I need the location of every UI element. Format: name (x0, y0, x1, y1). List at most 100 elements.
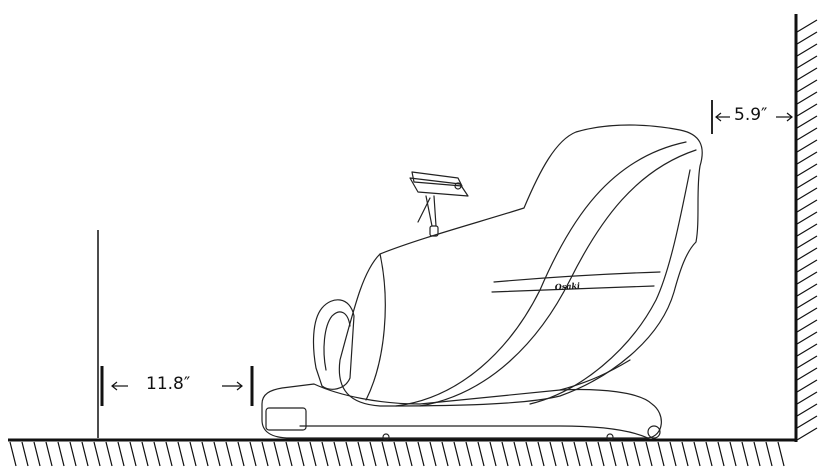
floor-hatch-line (177, 441, 185, 467)
floor-hatch-line (405, 441, 413, 467)
floor-hatch-line (309, 441, 317, 467)
wall-hatch-line (796, 67, 818, 81)
floor-hatch-line (393, 441, 401, 467)
floor-hatch-line (777, 441, 785, 467)
floor-hatch-line (213, 441, 221, 467)
floor-hatch-line (693, 441, 701, 467)
floor-hatch-line (321, 441, 329, 467)
floor-hatch-line (705, 441, 713, 467)
front-arrow-left (111, 381, 128, 391)
wall-hatch (796, 19, 818, 441)
wall-hatch-line (796, 379, 818, 393)
floor-hatch-line (717, 441, 725, 467)
wall-hatch-line (796, 307, 818, 321)
floor-hatch-line (681, 441, 689, 467)
floor-hatch-line (129, 441, 137, 467)
floor (8, 438, 796, 467)
wall-hatch-line (796, 91, 818, 105)
floor-hatch-line (441, 441, 449, 467)
floor-hatch-line (417, 441, 425, 467)
chair-shell (338, 124, 703, 407)
wall-hatch-line (796, 175, 818, 189)
floor-hatch-line (561, 441, 569, 467)
floor-hatch-line (249, 441, 257, 467)
floor-hatch-line (549, 441, 557, 467)
wall-hatch-line (796, 295, 818, 309)
wall-hatch-line (796, 367, 818, 381)
floor-hatch-line (81, 441, 89, 467)
floor-hatch-line (645, 441, 653, 467)
floor-hatch-line (573, 441, 581, 467)
wall-hatch-line (796, 223, 818, 237)
floor-hatch-line (609, 441, 617, 467)
floor-hatch-line (69, 441, 77, 467)
wall-hatch-line (796, 31, 818, 45)
wall-hatch-line (796, 211, 818, 225)
wall-hatch-line (796, 283, 818, 297)
wall-hatch-line (796, 343, 818, 357)
floor-hatch-line (297, 441, 305, 467)
wall-hatch-line (796, 331, 818, 345)
wall-hatch-line (796, 199, 818, 213)
front-arrow-right (222, 381, 243, 391)
floor-hatch-line (621, 441, 629, 467)
floor-hatch-line (165, 441, 173, 467)
floor-hatch-line (141, 441, 149, 467)
wall-hatch-line (796, 163, 818, 177)
floor-hatch-line (57, 441, 65, 467)
floor-hatch-line (465, 441, 473, 467)
floor-hatch-line (33, 441, 41, 467)
floor-hatch-line (489, 441, 497, 467)
wall-hatch-line (796, 127, 818, 141)
wall-clearance-label: 5.9″ (734, 105, 768, 125)
floor-hatch-line (225, 441, 233, 467)
wall-hatch-line (796, 391, 818, 405)
tablet-holder (409, 171, 469, 237)
floor-hatch-line (261, 441, 269, 467)
front-clearance-label: 11.8″ (146, 374, 191, 394)
floor-hatch-line (273, 441, 281, 467)
wall-hatch-line (796, 271, 818, 285)
wall-hatch-line (796, 151, 818, 165)
wall-hatch-line (796, 115, 818, 129)
wall-hatch-line (796, 235, 818, 249)
chair-brand-label: Osaki (554, 280, 580, 292)
floor-hatch-line (501, 441, 509, 467)
floor-hatch-line (105, 441, 113, 467)
floor-hatch-line (285, 441, 293, 467)
floor-hatch-line (537, 441, 545, 467)
wall-hatch-line (796, 355, 818, 369)
floor-hatch-line (93, 441, 101, 467)
wall-arrow-right (776, 112, 793, 122)
wall-hatch-line (796, 43, 818, 57)
wall-hatch-line (796, 187, 818, 201)
wall-hatch-line (796, 247, 818, 261)
floor-hatch (9, 441, 785, 467)
floor-hatch-line (633, 441, 641, 467)
floor-hatch-line (45, 441, 53, 467)
wall-hatch-line (796, 403, 818, 417)
wall-hatch-line (796, 79, 818, 93)
floor-hatch-line (201, 441, 209, 467)
massage-chair (261, 124, 703, 441)
floor-hatch-line (669, 441, 677, 467)
wall-hatch-line (796, 259, 818, 273)
wall-hatch-line (796, 415, 818, 429)
floor-hatch-line (333, 441, 341, 467)
wall-hatch-line (796, 103, 818, 117)
floor-hatch-line (189, 441, 197, 467)
floor-hatch-line (657, 441, 665, 467)
wall-hatch-line (796, 427, 818, 441)
floor-hatch-line (765, 441, 773, 467)
floor-hatch-line (345, 441, 353, 467)
floor-hatch-line (585, 441, 593, 467)
wall-arrow-left (715, 112, 730, 122)
floor-hatch-line (369, 441, 377, 467)
chair-leg-rest (312, 299, 355, 390)
wall (794, 14, 818, 442)
floor-hatch-line (9, 441, 17, 467)
floor-hatch-line (513, 441, 521, 467)
front-clearance-markers (100, 366, 254, 406)
floor-hatch-line (525, 441, 533, 467)
